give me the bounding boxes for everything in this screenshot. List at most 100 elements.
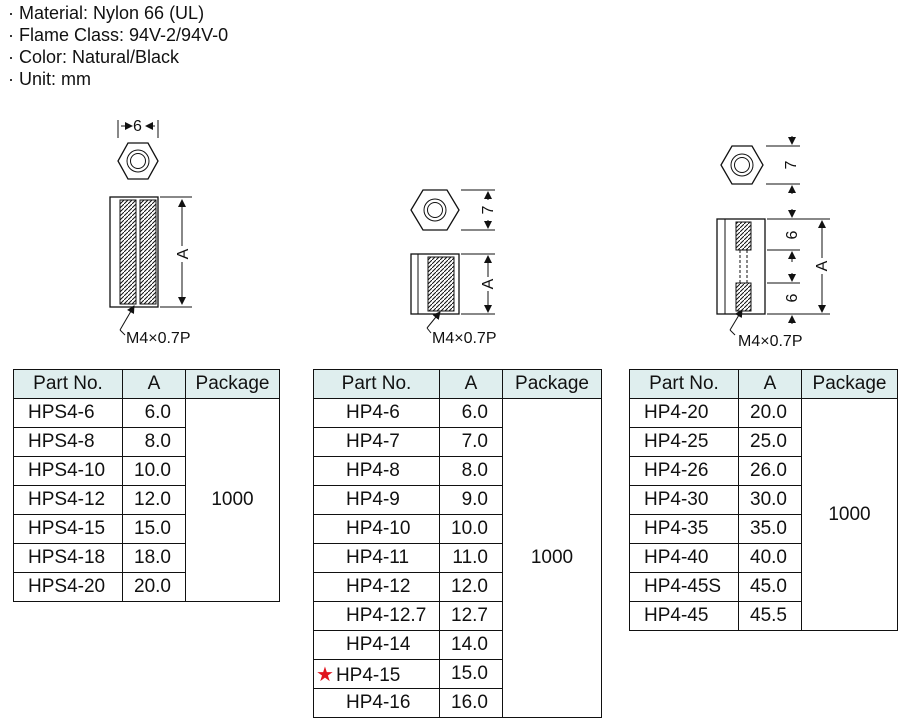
header-a: A [738,369,802,399]
a-value-cell: 26.0 [738,456,802,486]
part-no-cell: HP4-14 [313,630,440,660]
header-package: Package [801,369,898,399]
part-no-cell: HP4-11 [313,543,440,573]
a-value-cell: 12.0 [122,485,186,515]
a-value-cell: 35.0 [738,514,802,544]
a-value-cell: 14.0 [439,630,503,660]
a-value-cell: 12.7 [439,601,503,631]
part-no-cell: HPS4-18 [13,543,123,573]
part-no-cell: HPS4-8 [13,427,123,457]
header-a: A [122,369,186,399]
header-part-no: Part No. [13,369,123,399]
a-value-cell: 20.0 [122,572,186,602]
spec-item: · Flame Class: 94V-2/94V-0 [8,25,229,45]
a-value-cell: 8.0 [439,456,503,486]
part-no-cell: HP4-20 [629,398,739,428]
dim-a-label: A [175,248,192,259]
part-no-cell: HP4-45S [629,572,739,602]
a-value-cell: 8.0 [122,427,186,457]
part-no-cell: HP4-40 [629,543,739,573]
part-no-cell: HPS4-10 [13,456,123,486]
part-no-cell: HP4-12.7 [313,601,440,631]
spec-item: · Color: Natural/Black [8,47,180,67]
dim-6-label: 6 [784,293,801,302]
part-no-cell: HPS4-15 [13,514,123,544]
a-value-cell: 15.0 [122,514,186,544]
header-package: Package [185,369,280,399]
a-value-cell: 30.0 [738,485,802,515]
a-value-cell: 9.0 [439,485,503,515]
part-no-cell: HP4-45 [629,601,739,631]
a-value-cell: 45.0 [738,572,802,602]
package-cell: 1000 [502,398,602,718]
part-no-cell: HP4-16 [313,688,440,718]
drawing-hps4: 6 A M4×0.7P [109,118,192,347]
header-part-no: Part No. [313,369,440,399]
star-icon: ★ [316,663,334,686]
part-no-cell: HP4-8 [313,456,440,486]
thread-label: M4×0.7P [432,330,496,347]
thread-label: M4×0.7P [126,330,190,347]
part-no-cell: HPS4-20 [13,572,123,602]
a-value-cell: 15.0 [439,659,503,689]
header-package: Package [502,369,602,399]
a-value-cell: 40.0 [738,543,802,573]
spec-item: · Material: Nylon 66 (UL) [8,3,205,23]
thread-label: M4×0.7P [738,333,802,350]
part-no-cell: HPS4-6 [13,398,123,428]
a-value-cell: 6.0 [122,398,186,428]
a-value-cell: 12.0 [439,572,503,602]
part-no-cell: HP4-10 [313,514,440,544]
dim-7-label: 7 [783,160,800,169]
part-no-text: HP4-15 [335,664,401,686]
a-value-cell: 18.0 [122,543,186,573]
package-cell: 1000 [801,398,898,631]
a-value-cell: 10.0 [122,456,186,486]
a-value-cell: 16.0 [439,688,503,718]
part-no-cell: HP4-6 [313,398,440,428]
part-no-cell: HP4-12 [313,572,440,602]
part-no-cell: HP4-30 [629,485,739,515]
dim-a-label: A [814,260,831,271]
part-no-cell: ★HP4-15 [313,659,440,689]
dim-7-label: 7 [480,205,497,214]
a-value-cell: 10.0 [439,514,503,544]
a-value-cell: 45.5 [738,601,802,631]
technical-drawings: 6 A M4×0.7P 7 A M4×0.7P [109,118,831,350]
header-part-no: Part No. [629,369,739,399]
part-no-cell: HP4-26 [629,456,739,486]
drawing-hp4-long: 7 6 6 A M4×0.7P [716,136,831,350]
package-cell: 1000 [185,398,280,602]
a-value-cell: 11.0 [439,543,503,573]
drawing-hp4-short: 7 A M4×0.7P [410,189,497,347]
a-value-cell: 7.0 [439,427,503,457]
dim-6-label: 6 [133,118,142,135]
part-no-cell: HP4-35 [629,514,739,544]
spec-list: · Material: Nylon 66 (UL) · Flame Class:… [8,2,228,90]
a-value-cell: 25.0 [738,427,802,457]
part-no-cell: HP4-9 [313,485,440,515]
a-value-cell: 20.0 [738,398,802,428]
dim-a-label: A [480,278,497,289]
